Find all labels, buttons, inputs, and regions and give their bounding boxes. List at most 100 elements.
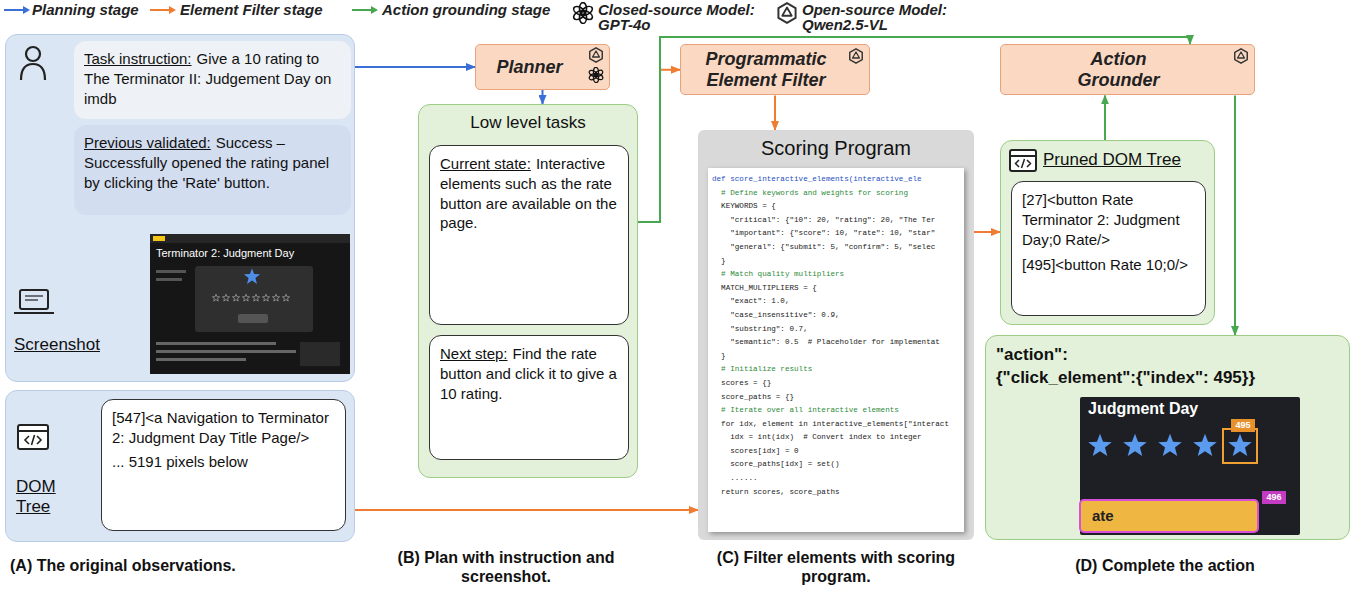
code-line: def score_interactive_elements(interacti… [712, 173, 960, 187]
caption-label: Judgment Day [1088, 399, 1238, 418]
code-line: # Iterate over all interactive elements [712, 404, 960, 418]
code-line: "semantic": 0.5 # Placeholder for implem… [712, 336, 960, 350]
grounding-module: Action Grounder [1000, 44, 1255, 95]
code-line: "exact": 1.0, [712, 295, 960, 309]
flow-arrow [355, 66, 475, 68]
code-line: score_paths = {} [712, 391, 960, 405]
code-line: # Define keywords and weights for scorin… [712, 187, 960, 201]
result-image [1193, 434, 1217, 456]
node-text: Scoring Program [698, 136, 974, 160]
node-text: Current state: [440, 155, 531, 172]
code-window-icon [18, 425, 48, 449]
code-window-icon [18, 425, 48, 449]
legend-samples [352, 9, 372, 11]
node-text: "action": [996, 344, 1349, 365]
laptop-icon [25, 299, 38, 300]
legend-holder: Planning stage [32, 2, 150, 17]
code-line: for idx, element in interactive_elements… [712, 418, 960, 432]
node-text: [547]<a Navigation to Terminator 2: Judg… [112, 408, 335, 448]
legend-text: Planning stage [32, 2, 150, 17]
caption-label: Terminator 2: Judgment Day [156, 247, 346, 260]
laptop-icon [14, 290, 54, 313]
node-text: Planner [485, 57, 575, 78]
legend-holder: Open-source Model: Qwen2.5-VL [802, 2, 970, 32]
result-image [1231, 419, 1255, 432]
tree-snippet: [547]<a Navigation to Terminator 2: Judg… [101, 399, 346, 531]
flow-arrow [355, 509, 698, 511]
code-line: "critical": {"10": 20, "rating": 20, "Th… [712, 214, 960, 228]
flow-arrow [774, 95, 776, 130]
screen-image [222, 294, 229, 301]
pruned-panel: Pruned DOM Tree[27]<button Rate Terminat… [1000, 140, 1215, 325]
result-image [1080, 397, 1300, 535]
code-line: "case_insensitive": 0.9, [712, 309, 960, 323]
screen-image [252, 294, 259, 301]
task-panel: Low level tasksCurrent state:Interactive… [418, 104, 638, 478]
state-box: Current state:Interactive elements such … [429, 145, 629, 325]
code-line: scores = {} [712, 377, 960, 391]
instruction-box: Task instruction:Give a 10 rating to The… [74, 41, 351, 119]
result-image [1158, 434, 1182, 456]
label-holder: Judgment Day [1088, 399, 1238, 418]
code-window-icon [18, 430, 48, 432]
laptop-icon [25, 295, 43, 296]
result-image [1223, 429, 1257, 463]
legend-text: Element Filter stage [180, 2, 350, 17]
node-text: Action Grounder [1064, 49, 1174, 90]
code-line: idx = int(idx) # Convert index to intege… [712, 431, 960, 445]
label-holder: ate [1092, 507, 1152, 525]
screen-image [150, 234, 350, 374]
legend-samples [150, 9, 170, 11]
node-text: {"click_element":{"index": 495}} [996, 367, 1349, 388]
code-line: } [712, 350, 960, 364]
screen-image [156, 270, 186, 273]
node-text: Next step: [440, 345, 508, 362]
flow-arrow [974, 231, 1000, 233]
screen-image [244, 268, 260, 283]
person-icon [26, 47, 40, 61]
node-text: Programmatic Element Filter [696, 49, 836, 90]
tree-panel: DOM Tree[547]<a Navigation to Terminator… [5, 390, 355, 542]
result-image [1262, 491, 1286, 504]
validation-box: Previous validated:Success – Successfull… [74, 125, 351, 215]
pruned-snippet: [27]<button Rate Terminator 2: Judgment … [1011, 181, 1206, 316]
model-logos [588, 67, 604, 82]
caption-label: (C) Filter elements with scoring program… [688, 548, 984, 586]
screen-image [153, 236, 165, 241]
code-line: "general": {"submit": 5, "confirm": 5, "… [712, 241, 960, 255]
caption-label: 496 [1262, 491, 1286, 504]
code-line: MATCH_MULTIPLIERS = { [712, 282, 960, 296]
model-logos [588, 48, 1247, 83]
legend-text: Closed-source Model: GPT-4o [598, 2, 768, 32]
action-panel: "action":{"click_element":{"index": 495}… [985, 335, 1350, 540]
legend-text: Open-source Model: Qwen2.5-VL [802, 2, 970, 32]
screen-image [212, 294, 289, 301]
caption-label: (B) Plan with instruction and screenshot… [375, 548, 637, 586]
person-icon [21, 47, 45, 80]
result-image [1228, 434, 1252, 456]
code-sheet: def score_interactive_elements(interacti… [708, 168, 964, 532]
legend-holder: Action grounding stage [382, 2, 567, 17]
node-text: [27]<button Rate Terminator 2: Judgment … [1022, 190, 1195, 249]
screen-image [282, 294, 289, 301]
planning-module: Planner [475, 44, 610, 90]
code-window-icon [1016, 159, 1031, 168]
screen-image [156, 358, 246, 361]
screen-image [232, 294, 239, 301]
legend-samples [4, 9, 24, 11]
code-line: "important": {"score": 10, "rate": 10, "… [712, 227, 960, 241]
laptop-icon [14, 312, 54, 314]
laptop-icon [20, 290, 48, 309]
code-line: score_paths[idx] = set() [712, 458, 960, 472]
screen-image [272, 294, 279, 301]
node-text: Previous validated: [84, 134, 211, 151]
model-logos [850, 49, 862, 63]
flow-arrow [1104, 95, 1106, 140]
legend-samples [778, 3, 795, 23]
caption-label: (A) The original observations. [10, 556, 350, 575]
code-window-icon [1010, 150, 1036, 171]
result-image [1088, 434, 1252, 456]
screen-image [195, 266, 313, 332]
